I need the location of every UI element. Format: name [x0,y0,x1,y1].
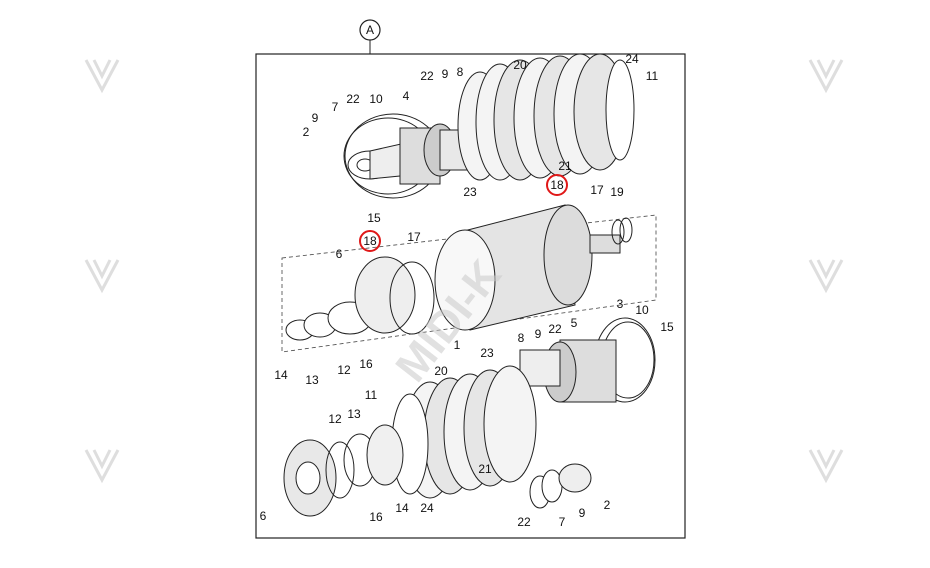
bottom-clutch-pack [391,365,537,499]
callout: 9 [579,506,586,520]
callout: 9 [442,67,449,81]
middle-drum-assembly [285,204,633,341]
callout: 12 [337,363,351,377]
callout: 22 [420,69,434,83]
callout: 6 [336,247,343,261]
callout: 20 [434,364,448,378]
callout: 10 [369,92,383,106]
callout: 16 [369,510,383,524]
callout: 13 [305,373,319,387]
callout: 12 [328,412,342,426]
callout: 5 [571,316,578,330]
diagram-frame [255,53,686,539]
callout: 17 [407,230,421,244]
top-shaft-assembly [343,113,475,199]
highlight-ring-right [546,174,568,196]
callout: 20 [513,58,527,72]
callout: 11 [646,69,659,83]
callout: 9 [535,327,542,341]
callout: 11 [365,388,378,402]
middle-assembly-outline [281,214,657,353]
callout: 8 [518,331,525,345]
callout: 10 [635,303,649,317]
callout: 8 [457,65,464,79]
callout-labels: 22 10 4 7 9 2 15 22 9 8 20 24 11 21 23 1… [260,52,674,529]
callout: 24 [420,501,434,515]
callout: 15 [367,211,381,225]
callout: 13 [347,407,361,421]
callout: 9 [312,111,319,125]
callout: 2 [303,125,310,139]
callout: 22 [346,92,360,106]
bottom-shaft-assembly [519,317,656,403]
callout: 14 [395,501,409,515]
callout: 3 [617,297,624,311]
callout: 7 [332,100,339,114]
top-clutch-pack [457,53,635,181]
svg-text:A: A [366,23,374,37]
callout: 17 [590,183,604,197]
callout: 15 [660,320,674,334]
callout: 16 [359,357,373,371]
callout: 1 [454,338,461,352]
callout: 14 [274,368,288,382]
callout: 19 [610,185,624,199]
callout: 6 [260,509,267,523]
callout: 21 [478,462,492,476]
callout: 21 [558,159,572,173]
callout: 23 [463,185,477,199]
callout: 4 [403,89,410,103]
callout: 22 [517,515,531,529]
callout-highlight: 18 [550,178,564,192]
callout: 7 [559,515,566,529]
callout: 24 [625,52,639,66]
callout: 2 [604,498,611,512]
bottom-piston-assembly [283,424,404,517]
callout: 23 [480,346,494,360]
callout-highlight: 18 [363,234,377,248]
callout: 22 [548,322,562,336]
bottom-small-spring [529,463,592,509]
view-marker: A [359,19,381,54]
highlight-ring-middle [359,230,381,252]
watermark-logos [84,59,844,484]
